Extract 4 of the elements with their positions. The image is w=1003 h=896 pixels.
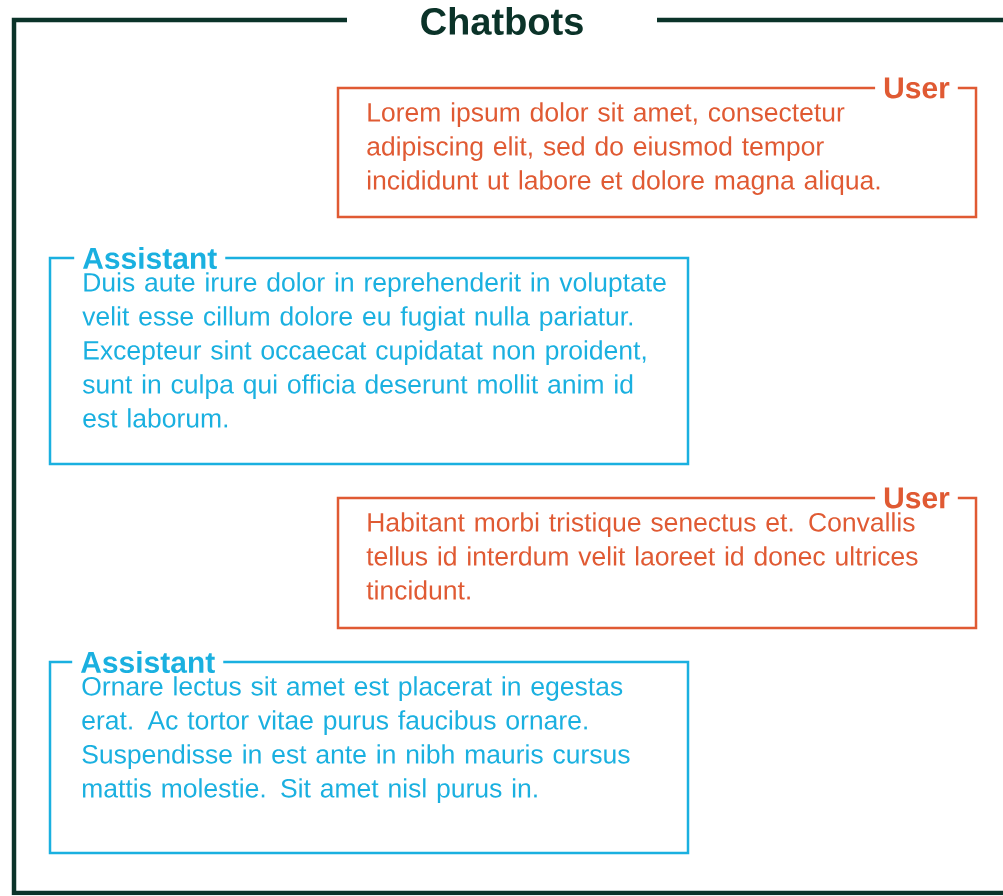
message-box: User Habitant morbi tristique senectus et. Convallis tellus id interdum velit laoreet id donec ultrices tincidunt.	[336, 486, 978, 630]
message-box: User Lorem ipsum dolor sit amet, consectetur adipiscing elit, sed do eiusmod tempor incididunt ut labore et dolore magna aliqua.	[336, 76, 978, 219]
message-box: Assistant Duis aute irure dolor in reprehenderit in voluptate velit esse cillum dolore eu fugiat nulla pariatur. Excepteur sint occaecat cupidatat non proident, sunt in culpa qui officia deserunt mollit anim id est laborum.	[48, 246, 690, 466]
message-box: Assistant Ornare lectus sit amet est placerat in egestas erat. Ac tortor vitae purus faucibus ornare. Suspendisse in est ante in nibh mauris cursus mattis molestie. Sit amet nisl purus in.	[48, 650, 690, 855]
